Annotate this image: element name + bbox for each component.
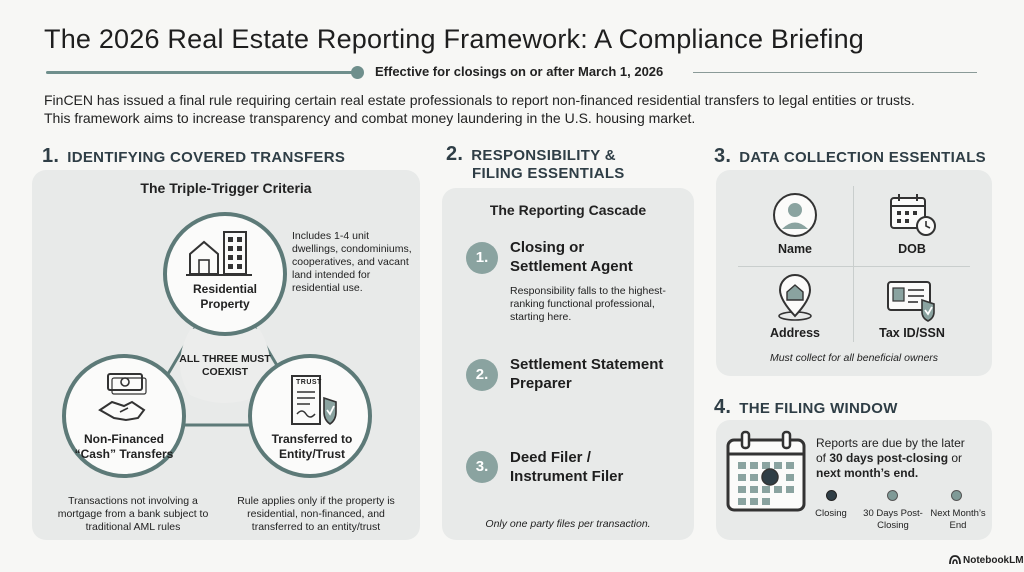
step-2-title-line1: Settlement Statement [510, 356, 664, 373]
houses-icon [186, 231, 252, 276]
step-1-title-line2: Settlement Agent [510, 258, 633, 275]
section4-heading-text: THE FILING WINDOW [739, 400, 898, 417]
section3-heading: 3. DATA COLLECTION ESSENTIALS [714, 145, 986, 168]
step-2-title: Settlement Statement Preparer [510, 355, 663, 393]
intro-line-2: This framework aims to increase transpar… [44, 110, 696, 126]
filing-text-30-days: 30 days post-closing [829, 451, 949, 465]
non-financed-label: Non-Financed “Cash” Transfers [74, 432, 174, 461]
center-label: ALL THREE MUST COEXIST [179, 353, 271, 378]
timeline-dot-closing [826, 490, 837, 501]
intro-line-1: FinCEN has issued a final rule requiring… [44, 92, 915, 108]
section2-heading-line1: RESPONSIBILITY & [471, 147, 616, 164]
entity-trust-note: Rule applies only if the property is res… [237, 495, 395, 533]
residential-property-label: Residential Property [192, 282, 258, 311]
page-title: The 2026 Real Estate Reporting Framework… [44, 24, 865, 54]
step-1-note: Responsibility falls to the highest-rank… [510, 285, 666, 323]
timeline-dot-month-end [951, 490, 962, 501]
intro-paragraph: FinCEN has issued a final rule requiring… [44, 91, 994, 127]
step-3-title: Deed Filer / Instrument Filer [510, 448, 623, 486]
section4-heading: 4. THE FILING WINDOW [714, 396, 898, 419]
step-3-title-line2: Instrument Filer [510, 468, 624, 485]
id-card-icon [887, 281, 935, 322]
cash-handshake-icon [98, 373, 147, 422]
timeline-label-closing: Closing [815, 508, 847, 519]
person-icon [773, 193, 817, 237]
section3-panel [716, 170, 992, 376]
section1-heading-text: IDENTIFYING COVERED TRANSFERS [67, 149, 346, 166]
filing-text-line1: Reports are due by the later [816, 436, 965, 450]
data-item-name: Name [777, 242, 813, 256]
cascade-footnote: Only one party files per transaction. [485, 518, 651, 530]
data-grid-hdivider [738, 266, 970, 267]
data-item-tax-id: Tax ID/SSN [879, 326, 945, 340]
residential-property-note: Includes 1-4 unit dwellings, condominium… [292, 230, 412, 294]
step-2-number: 2. [466, 359, 498, 391]
trust-doc-word: TRUST [296, 379, 322, 386]
footer-brand: NotebookLM [963, 555, 1024, 566]
calendar-clock-icon [890, 194, 936, 236]
section2-heading: 2. RESPONSIBILITY & FILING ESSENTIALS [446, 143, 625, 183]
filing-window-text: Reports are due by the later of 30 days … [816, 436, 988, 481]
step-1-number: 1. [466, 242, 498, 274]
step-3-number: 3. [466, 451, 498, 483]
trust-document-icon [291, 375, 337, 425]
step-3-title-line1: Deed Filer / [510, 449, 591, 466]
underline-dot [351, 66, 364, 79]
section1-heading: 1. IDENTIFYING COVERED TRANSFERS [42, 145, 345, 168]
filing-text-next-month: next month’s end. [816, 466, 919, 480]
data-grid-vdivider [853, 186, 854, 342]
section2-heading-line2: FILING ESSENTIALS [472, 165, 625, 182]
reporting-cascade-title: The Reporting Cascade [489, 202, 647, 218]
step-1-title-line1: Closing or [510, 239, 585, 256]
data-item-address: Address [769, 326, 821, 340]
section2-number: 2. [446, 143, 464, 165]
timeline-dot-30-days [887, 490, 898, 501]
section3-heading-text: DATA COLLECTION ESSENTIALS [739, 149, 986, 166]
section1-number: 1. [42, 145, 60, 167]
filing-text-or: or [948, 451, 963, 465]
calendar-icon [726, 430, 806, 512]
entity-trust-label: Transferred to Entity/Trust [271, 432, 353, 461]
title-underline [46, 71, 358, 74]
data-footnote: Must collect for all beneficial owners [769, 352, 939, 364]
section3-number: 3. [714, 145, 732, 167]
filing-text-of: of [816, 451, 830, 465]
non-financed-note: Transactions not involving a mortgage fr… [57, 495, 209, 533]
timeline-label-month-end: Next Month’s End [930, 508, 986, 531]
step-1-title: Closing or Settlement Agent [510, 238, 633, 276]
notebooklm-logo-icon [949, 555, 961, 565]
data-item-dob: DOB [898, 242, 926, 256]
title-rule-right [693, 72, 977, 73]
location-pin-icon [778, 274, 812, 321]
timeline-label-30-days: 30 Days Post-Closing [863, 508, 923, 531]
step-2-title-line2: Preparer [510, 375, 572, 392]
triple-trigger-title: The Triple-Trigger Criteria [140, 180, 312, 196]
section4-number: 4. [714, 396, 732, 418]
effective-date: Effective for closings on or after March… [375, 64, 664, 79]
